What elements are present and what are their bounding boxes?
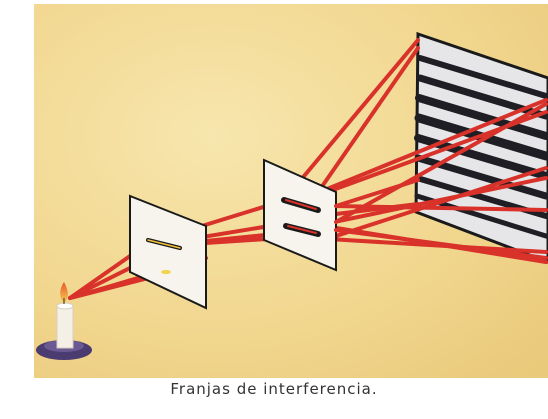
single-slit-card [129, 194, 207, 310]
candle-icon [36, 282, 92, 360]
figure-caption: Franjas de interferencia. [170, 380, 378, 398]
interference-illustration [34, 4, 548, 378]
double-slit-card [263, 158, 337, 272]
light-rays-front [334, 102, 548, 260]
